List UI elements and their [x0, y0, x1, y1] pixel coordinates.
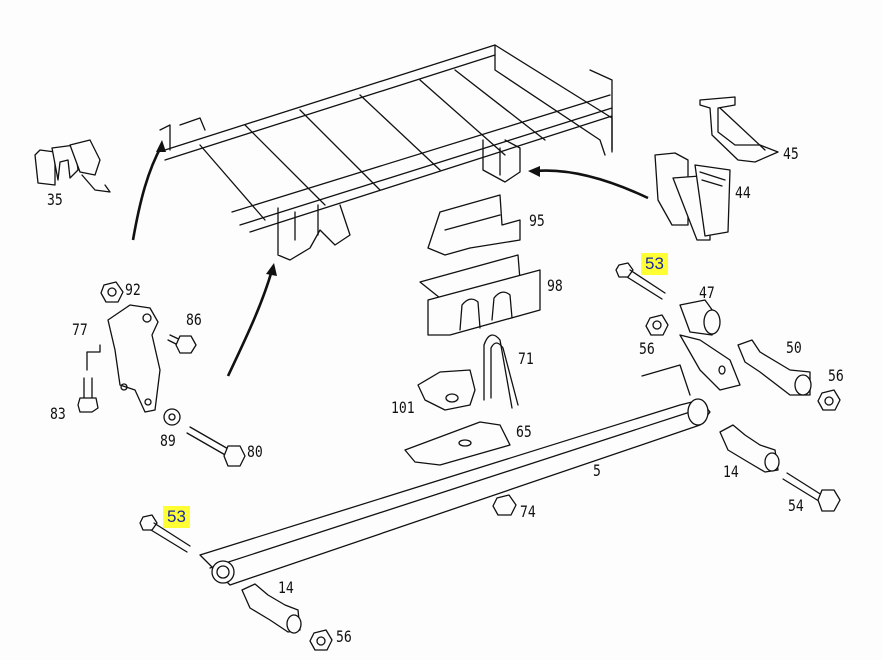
- label-89[interactable]: 89: [160, 431, 176, 450]
- arrow-head-icon: [156, 140, 166, 152]
- label-77[interactable]: 77: [72, 320, 88, 339]
- part-92-nut[interactable]: [101, 282, 123, 302]
- part-77-hanger[interactable]: [87, 305, 160, 412]
- part-53-bolt-right[interactable]: [616, 263, 665, 299]
- part-44-rubber-mount[interactable]: [655, 153, 730, 240]
- label-14-right[interactable]: 14: [723, 462, 739, 481]
- label-50[interactable]: 50: [786, 338, 802, 357]
- label-5[interactable]: 5: [593, 461, 601, 480]
- arrow-to-frame-mid: [228, 270, 272, 376]
- label-14-left[interactable]: 14: [278, 578, 294, 597]
- part-14-bushing-right[interactable]: [720, 425, 779, 472]
- label-54[interactable]: 54: [788, 496, 804, 515]
- part-56-nut-lower[interactable]: [310, 630, 332, 650]
- label-56-upper[interactable]: 56: [639, 339, 655, 358]
- label-92[interactable]: 92: [125, 280, 141, 299]
- highlighted-label-53-right[interactable]: 53: [641, 253, 668, 275]
- part-83-bolt[interactable]: [78, 378, 98, 412]
- part-86-bolt[interactable]: [168, 335, 196, 353]
- part-89-washer[interactable]: [164, 409, 180, 425]
- part-65-spring-seat[interactable]: [405, 422, 510, 465]
- part-71-u-bolt[interactable]: [484, 335, 518, 408]
- label-45[interactable]: 45: [783, 144, 799, 163]
- arrow-head-icon: [266, 263, 277, 276]
- label-86[interactable]: 86: [186, 310, 202, 329]
- part-54-bolt[interactable]: [783, 473, 840, 511]
- label-56-right[interactable]: 56: [828, 366, 844, 385]
- label-98[interactable]: 98: [547, 276, 563, 295]
- label-74[interactable]: 74: [520, 502, 536, 521]
- part-101-pad[interactable]: [418, 370, 475, 410]
- arrow-to-frame-right: [535, 171, 648, 198]
- label-65[interactable]: 65: [516, 422, 532, 441]
- part-5-leaf-spring[interactable]: [200, 399, 710, 585]
- part-56-nut-upper[interactable]: [646, 315, 668, 335]
- part-74-nut[interactable]: [493, 495, 516, 515]
- label-44[interactable]: 44: [735, 183, 751, 202]
- part-95-plate[interactable]: [428, 195, 520, 255]
- part-14-bushing-left[interactable]: [242, 584, 301, 633]
- label-95[interactable]: 95: [529, 211, 545, 230]
- part-47-shackle[interactable]: [680, 300, 740, 390]
- part-98-bracket-plate[interactable]: [420, 255, 540, 335]
- arrow-head-icon: [528, 166, 540, 177]
- arrow-to-frame-left: [133, 145, 162, 240]
- part-56-nut-right[interactable]: [818, 390, 840, 410]
- label-71[interactable]: 71: [518, 349, 534, 368]
- part-45-bracket[interactable]: [700, 97, 778, 162]
- label-47[interactable]: 47: [699, 283, 715, 302]
- highlighted-label-53-left[interactable]: 53: [163, 506, 190, 528]
- label-56-lower[interactable]: 56: [336, 627, 352, 646]
- part-53-bolt-left[interactable]: [140, 515, 190, 552]
- part-80-bolt[interactable]: [187, 427, 245, 466]
- leader-line: [642, 365, 690, 395]
- part-35-bracket[interactable]: [35, 140, 110, 192]
- chassis-frame[interactable]: [160, 45, 612, 260]
- label-83[interactable]: 83: [50, 404, 66, 423]
- label-35[interactable]: 35: [47, 190, 63, 209]
- label-101[interactable]: 101: [391, 398, 415, 417]
- part-50-bushing[interactable]: [738, 340, 811, 395]
- label-80[interactable]: 80: [247, 442, 263, 461]
